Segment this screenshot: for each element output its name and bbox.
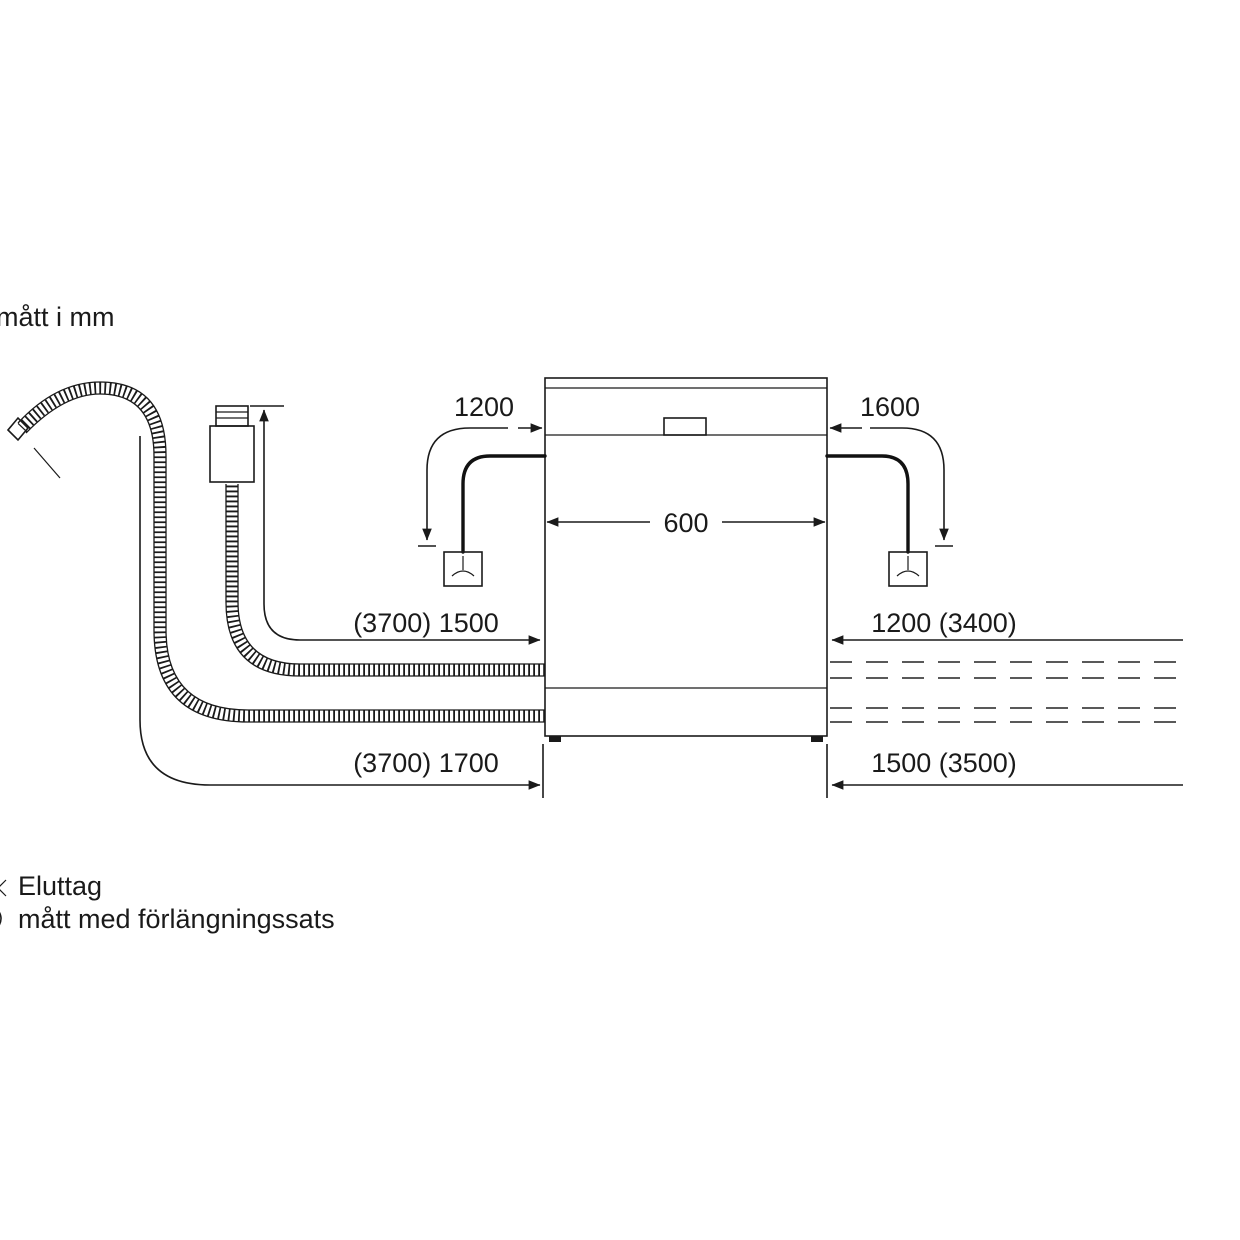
control-display — [663, 417, 707, 436]
units-label: mått i mm — [0, 302, 115, 332]
drain-left-dimension: (3700) 1700 — [139, 436, 544, 798]
aquastop-valve — [209, 425, 255, 483]
socket-icon — [0, 879, 7, 897]
inlet-left-value: (3700) 1500 — [353, 608, 499, 638]
foot-right — [811, 736, 823, 742]
inlet-right-value: 1200 (3400) — [871, 608, 1017, 638]
foot-left — [549, 736, 561, 742]
socket-icon — [443, 551, 483, 587]
legend: Eluttag mått med förlängningssats — [0, 871, 335, 934]
cord-left-value: 1200 — [454, 392, 514, 422]
inlet-hose — [209, 405, 545, 677]
right-hoses — [830, 661, 1185, 723]
legend-outlet: Eluttag — [18, 871, 102, 901]
drain-hose — [6, 381, 545, 723]
power-cord-right: 1600 — [825, 392, 953, 554]
drain-right-value: 1500 (3500) — [871, 748, 1017, 778]
socket-icon — [888, 551, 928, 587]
dishwasher-front — [544, 377, 828, 742]
drain-right-dimension: 1500 (3500) — [826, 744, 1183, 798]
legend-extension: mått med förlängningssats — [18, 904, 335, 934]
width-value: 600 — [663, 508, 708, 538]
width-dimension: 600 — [546, 508, 826, 538]
power-cord-left: 1200 — [418, 392, 547, 554]
cord-right-value: 1600 — [860, 392, 920, 422]
inlet-left-dimension: (3700) 1500 — [250, 405, 541, 645]
drain-hose-end — [6, 416, 30, 442]
inlet-connector — [215, 405, 249, 427]
drain-left-value: (3700) 1700 — [353, 748, 499, 778]
parenthesis-icon — [0, 911, 2, 926]
inlet-right-dimension: 1200 (3400) — [831, 608, 1183, 645]
